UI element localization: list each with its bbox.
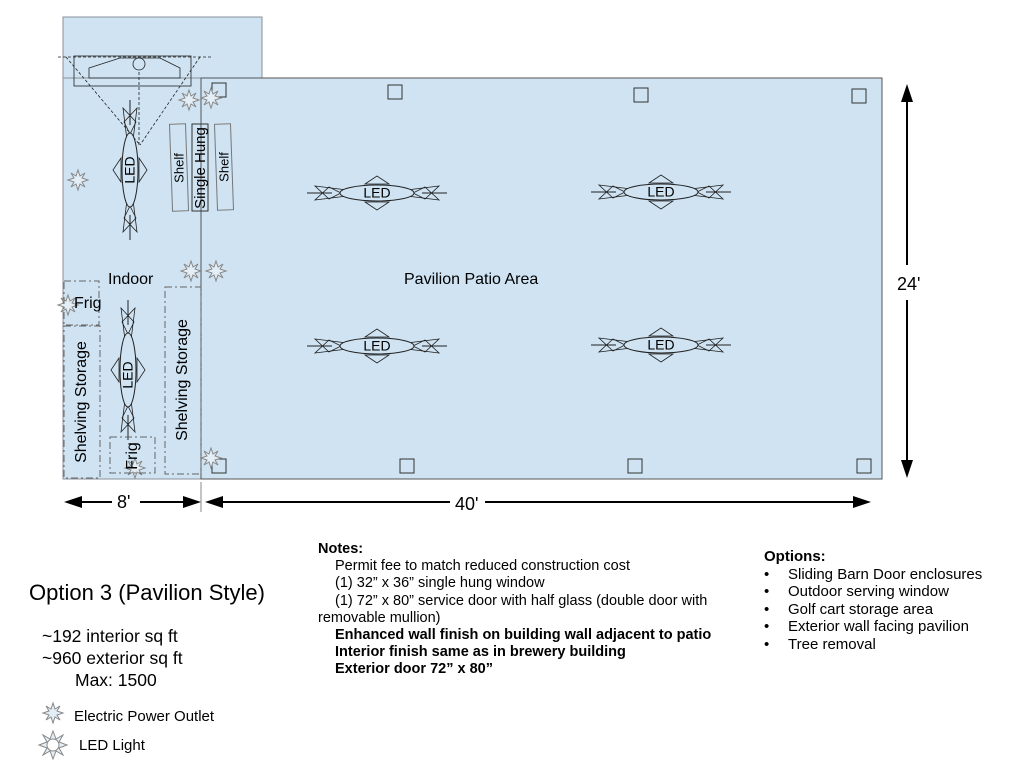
service-door-symbol [58, 55, 212, 146]
led-label: LED [120, 361, 136, 388]
note-item: Permit fee to match reduced construction… [335, 558, 630, 575]
interior-area: ~192 interior sq ft [42, 626, 178, 646]
notes-heading: Notes: [318, 541, 364, 557]
dimension-patio-width: 40' [455, 494, 478, 514]
frig-outline [109, 436, 156, 474]
led-label: LED [647, 184, 674, 200]
frig-outline [63, 280, 100, 326]
note-bold-item: Exterior door 72” x 80” [335, 661, 493, 678]
legend-led-label: LED Light [79, 737, 145, 754]
legend-outlet-label: Electric Power Outlet [74, 708, 215, 725]
indoor-extension [62, 16, 263, 80]
shelf [168, 123, 190, 212]
option-title: Option 3 (Pavilion Style) [29, 580, 265, 605]
option-item: Golf cart storage area [764, 601, 982, 619]
notes: Notes: Permit fee to match reduced const… [318, 541, 711, 679]
note-item: (1) 72” x 80” service door with half gla… [335, 592, 708, 609]
max-area: Max: 1500 [75, 670, 157, 690]
option-item: Tree removal [764, 636, 982, 654]
dimension-indoor-width: 8' [117, 492, 130, 512]
exterior-area: ~960 exterior sq ft [42, 648, 183, 668]
shelving-storage-outline [164, 286, 202, 475]
shelf [213, 123, 235, 211]
patio-label: Pavilion Patio Area [404, 271, 538, 288]
patio-area [200, 77, 883, 480]
note-bold-item: Interior finish same as in brewery build… [335, 644, 626, 661]
frig-label: Frig [74, 295, 102, 312]
led-label: LED [122, 156, 138, 183]
shelving-storage-outline [63, 325, 101, 479]
options-heading: Options: [764, 548, 826, 565]
shelf-label: Shelf [171, 153, 186, 183]
outlet-legend-icon [42, 702, 64, 724]
window-label: Single Hung [192, 127, 209, 209]
option-item: Exterior wall facing pavilion [764, 618, 982, 636]
led-label: LED [363, 185, 390, 201]
single-hung-window [191, 123, 209, 212]
option-item: Sliding Barn Door enclosures [764, 566, 982, 584]
frig-label: Frig [124, 442, 141, 470]
options: Options: Sliding Barn Door enclosures Ou… [764, 548, 982, 653]
note-item: (1) 32” x 36” single hung window [335, 575, 545, 592]
note-bold-item: Enhanced wall finish on building wall ad… [335, 627, 712, 644]
note-item: removable mullion) [318, 609, 441, 626]
shelving-storage-label: Shelving Storage [73, 341, 90, 463]
shelf-label: Shelf [216, 152, 231, 182]
led-label: LED [363, 338, 390, 354]
dimension-height: 24' [897, 274, 920, 294]
led-legend-icon [37, 729, 69, 761]
option-item: Outdoor serving window [764, 583, 982, 601]
led-label: LED [647, 337, 674, 353]
shelving-storage-label: Shelving Storage [174, 319, 191, 441]
area-stats: ~192 interior sq ft ~960 exterior sq ft … [42, 625, 183, 691]
indoor-label: Indoor [108, 271, 154, 288]
